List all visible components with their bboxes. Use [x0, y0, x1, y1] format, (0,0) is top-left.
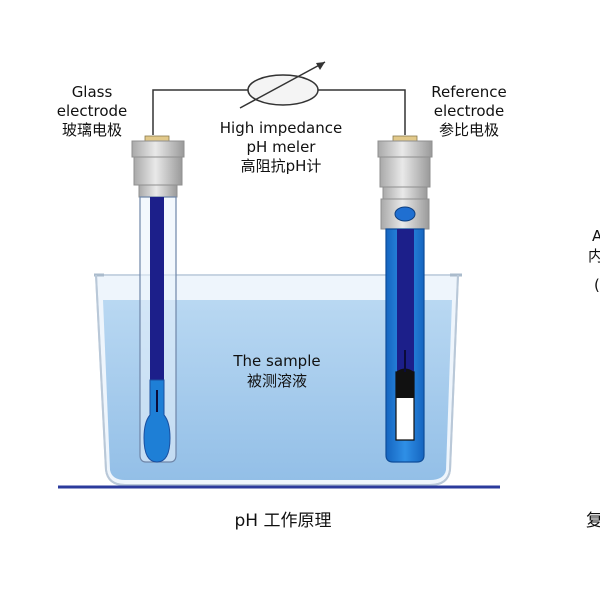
fill-hole	[394, 206, 416, 222]
glass-electrode-label-en-2: electrode	[57, 102, 128, 120]
ph-meter-symbol	[239, 61, 326, 109]
glass-electrode-label-zh: 玻璃电极	[62, 121, 122, 139]
reference-electrode-label-zh: 参比电极	[439, 121, 499, 139]
meter-label-zh: 高阻抗pH计	[241, 157, 322, 175]
cropped-fragment-3: (	[594, 276, 600, 294]
cropped-fragment-1: A	[592, 227, 600, 245]
glass-electrode	[131, 135, 185, 463]
cropped-fragment-2: 内	[588, 247, 600, 265]
beaker	[94, 273, 462, 486]
meter-label-en-2: pH meler	[247, 138, 317, 156]
sample-label-en: The sample	[232, 352, 320, 370]
connection-wires	[152, 89, 406, 135]
cropped-fragment-4: 复	[586, 511, 600, 531]
meter-label-en-1: High impedance	[220, 119, 342, 137]
reference-electrode-label-en-1: Reference	[431, 83, 507, 101]
reference-electrode	[377, 135, 433, 463]
diagram-caption: pH 工作原理	[235, 511, 332, 531]
glass-electrode-label-en-1: Glass	[72, 83, 113, 101]
sample-solution	[103, 300, 452, 480]
glass-electrode-inner-rod	[150, 197, 164, 387]
reference-electrode-label-en-2: electrode	[434, 102, 505, 120]
sample-label-zh: 被测溶液	[247, 372, 307, 390]
